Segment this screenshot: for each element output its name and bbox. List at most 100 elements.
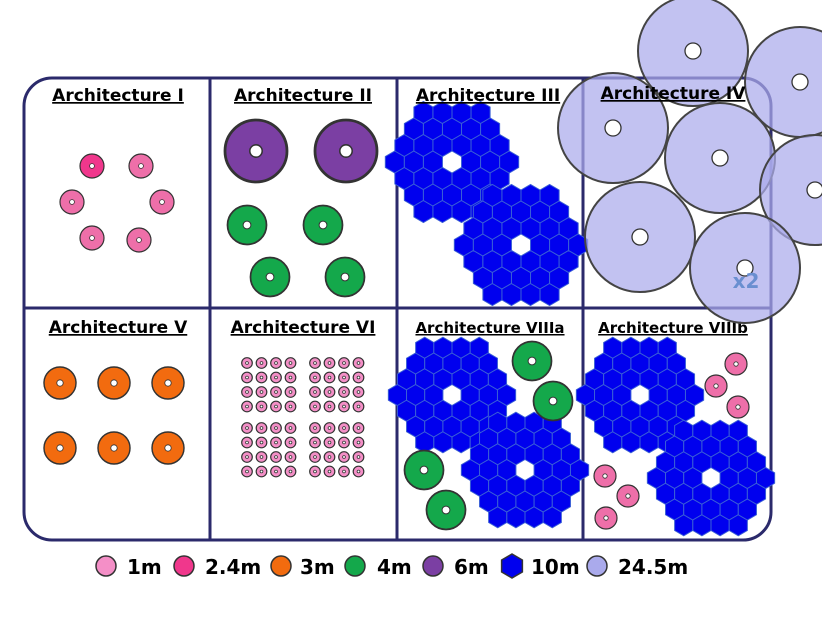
multiplier-label: x2	[733, 269, 760, 293]
hex-segment	[496, 383, 517, 407]
legend-label: 2.4m	[205, 555, 261, 579]
mirror-1m	[270, 386, 282, 398]
mirror-4m-hole	[242, 220, 252, 230]
mirror-1m-hole	[342, 440, 346, 445]
mirror-24-5m-hole	[791, 73, 809, 91]
mirror-1m-hole	[313, 469, 317, 474]
panel-title-architecture-viiia: Architecture VIIIa	[415, 319, 564, 337]
mirror-1m-hole	[288, 455, 293, 459]
mirror-1m-hole	[274, 426, 278, 430]
mirror-4m-hole	[340, 272, 350, 282]
mirror-1m-hole	[356, 426, 361, 430]
legend-circle-icon	[586, 555, 608, 577]
mirror-1m-hole	[327, 404, 332, 409]
mirror-1m	[352, 400, 365, 413]
legend-label: 6m	[454, 555, 489, 579]
mirror-1m	[338, 357, 350, 369]
mirror-1m-hole	[259, 455, 264, 459]
mirror-1m	[309, 422, 321, 434]
mirror-1m	[241, 422, 253, 434]
panel-titles: Architecture I Architecture II Architect…	[49, 86, 748, 338]
legend-circle-icon	[344, 555, 366, 577]
mirror-4m	[226, 204, 268, 246]
segmented-mirror-10m	[453, 183, 589, 307]
mirror-1m	[270, 422, 282, 434]
mirror-1m-hole	[342, 426, 346, 430]
mirror-1m-hole	[288, 404, 293, 409]
mirror-1m-hole	[259, 440, 264, 445]
mirror-1m	[352, 371, 365, 384]
mirror-1m-hole	[274, 455, 278, 459]
mirror-1m-hole	[356, 469, 361, 474]
hex-segment	[569, 458, 590, 482]
segmented-mirror-10m	[646, 419, 776, 537]
mirror-2-4m	[594, 506, 618, 530]
mirror-1m	[323, 436, 336, 449]
mirror-1m	[309, 465, 321, 478]
mirror-2-4m	[704, 374, 728, 398]
mirror-1m-hole	[274, 404, 278, 409]
mirror-2-4m-hole	[625, 493, 631, 499]
mirror-1m-hole	[313, 375, 317, 380]
mirror-1m-hole	[327, 440, 332, 445]
mirror-3m-hole	[56, 444, 64, 452]
mirror-3m	[97, 366, 131, 400]
mirror-1m-hole	[356, 404, 361, 409]
mirror-1m-hole	[274, 375, 278, 380]
mirror-1m-hole	[313, 426, 317, 430]
mirror-1m	[255, 400, 268, 413]
mirror-1m-hole	[342, 375, 346, 380]
mirror-1m	[284, 465, 297, 478]
mirror-24-5m-hole	[631, 228, 649, 246]
mirror-2-4m-hole	[89, 235, 95, 241]
mirror-4m	[403, 449, 445, 491]
mirror-1m-hole	[356, 390, 361, 394]
mirror-2-4m	[149, 189, 175, 215]
mirror-1m-hole	[259, 404, 264, 409]
mirror-1m-hole	[313, 390, 317, 394]
mirror-6m	[223, 118, 289, 184]
mirror-24-5m-hole	[604, 119, 622, 137]
mirror-1m-hole	[288, 390, 293, 394]
mirror-2-4m	[724, 352, 748, 376]
mirror-1m	[323, 422, 336, 434]
mirror-1m	[241, 371, 253, 384]
mirror-1m	[338, 400, 350, 413]
mirror-1m	[270, 400, 282, 413]
legend-circle-icon	[95, 555, 117, 577]
panel-title-architecture-iii: Architecture III	[416, 86, 560, 106]
mirror-1m	[352, 386, 365, 398]
legend-circle-icon	[173, 555, 195, 577]
mirror-1m-hole	[245, 375, 249, 380]
panel-title-architecture-vi: Architecture VI	[231, 318, 376, 338]
mirror-3m-hole	[164, 379, 172, 387]
legend-item-10m: 10m	[500, 553, 580, 579]
mirror-1m-hole	[342, 361, 346, 365]
mirror-24-5m-hole	[806, 181, 822, 199]
mirror-1m-hole	[342, 469, 346, 474]
mirror-1m	[323, 465, 336, 478]
mirror-2-4m	[126, 227, 152, 253]
mirror-6m-hole	[249, 144, 263, 158]
mirror-1m-hole	[327, 426, 332, 430]
mirror-3m-hole	[110, 444, 118, 452]
mirror-2-4m-hole	[735, 404, 741, 410]
mirror-1m-hole	[259, 469, 264, 474]
legend-label: 4m	[377, 555, 412, 579]
legend-item-24-5m: 24.5m	[586, 555, 688, 579]
mirror-1m	[284, 400, 297, 413]
mirror-1m	[270, 451, 282, 463]
mirror-1m-hole	[245, 426, 249, 430]
mirror-1m-hole	[327, 455, 332, 459]
mirror-1m-hole	[245, 455, 249, 459]
mirror-1m	[338, 436, 350, 449]
mirror-1m	[284, 371, 297, 384]
mirror-1m	[338, 422, 350, 434]
mirror-1m	[323, 371, 336, 384]
mirror-3m-hole	[110, 379, 118, 387]
mirror-2-4m	[726, 395, 750, 419]
mirror-1m-hole	[313, 440, 317, 445]
legend-label: 24.5m	[618, 555, 688, 579]
mirror-2-4m	[59, 189, 85, 215]
